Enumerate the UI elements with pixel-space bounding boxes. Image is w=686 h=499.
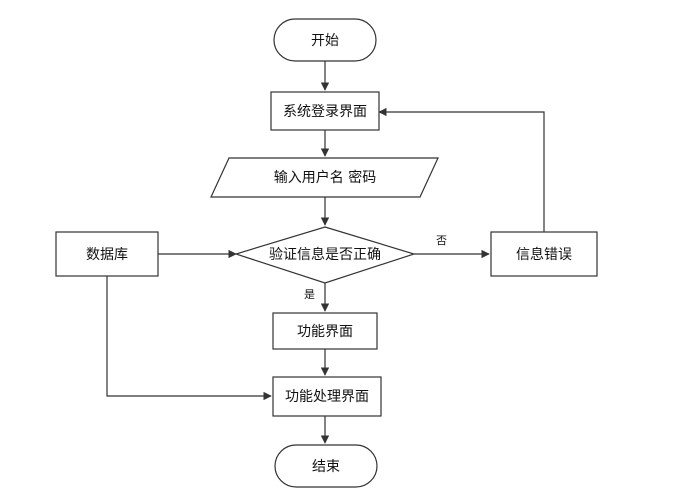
- input-label: 输入用户名 密码: [274, 169, 376, 186]
- start-node: 开始: [273, 18, 377, 62]
- start-label: 开始: [311, 33, 339, 49]
- database-label: 数据库: [86, 247, 128, 263]
- yes-label: 是: [304, 288, 315, 301]
- function-label: 功能界面: [297, 324, 353, 340]
- verify-label: 验证信息是否正确: [269, 246, 381, 263]
- function-node: 功能界面: [272, 312, 378, 350]
- edges: [106, 61, 545, 444]
- edge-database-to-processing: [106, 276, 272, 401]
- input-node: 输入用户名 密码: [210, 157, 439, 198]
- verify-node: 验证信息是否正确: [234, 226, 416, 284]
- database-node: 数据库: [55, 231, 159, 277]
- error-node: 信息错误: [490, 231, 598, 277]
- edge-error-to-login: [378, 107, 545, 232]
- end-label: 结束: [312, 459, 340, 475]
- login-label: 系统登录界面: [283, 104, 367, 120]
- end-node: 结束: [274, 444, 378, 488]
- error-label: 信息错误: [516, 246, 572, 263]
- login-node: 系统登录界面: [270, 91, 380, 131]
- processing-label: 功能处理界面: [285, 389, 369, 405]
- no-label: 否: [436, 234, 447, 247]
- processing-node: 功能处理界面: [272, 376, 382, 417]
